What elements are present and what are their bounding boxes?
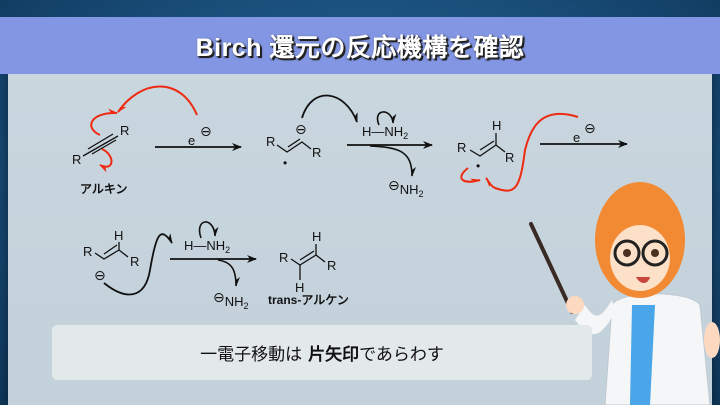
teacher-illustration	[529, 182, 720, 405]
svg-text:R: R	[279, 250, 288, 265]
svg-text:R: R	[327, 258, 336, 273]
pointer-stick	[529, 222, 574, 314]
title-bar: Birch 還元の反応機構を確認	[0, 17, 720, 74]
fishhook-arrow	[99, 148, 113, 173]
radical-anion: R R • ⊖	[266, 94, 358, 170]
svg-text:•: •	[283, 156, 287, 170]
caption-prefix: 一電子移動は	[200, 345, 303, 364]
fishhook-arrow	[485, 112, 579, 192]
substituent-r: R	[120, 123, 129, 138]
svg-text:R: R	[130, 254, 139, 269]
curved-arrow	[217, 259, 240, 287]
svg-text:⊖: ⊖	[584, 120, 596, 136]
minus-charge: ⊖	[200, 123, 212, 139]
fishhook-arrow	[460, 167, 481, 183]
page-title: Birch 還元の反応機構を確認	[195, 33, 525, 62]
caption-emphasis: 片矢印	[308, 345, 360, 364]
svg-text:R: R	[457, 140, 466, 155]
svg-text:H: H	[492, 118, 501, 133]
ammonia-label: H—NH2	[184, 238, 230, 255]
svg-text:R: R	[266, 134, 275, 149]
curved-arrow	[376, 111, 397, 126]
caption-suffix: であらわす	[359, 345, 444, 364]
svg-text:H: H	[114, 228, 123, 243]
svg-text:H: H	[312, 229, 321, 244]
fishhook-arrow	[117, 85, 198, 116]
svg-text:H: H	[295, 280, 304, 295]
curved-arrow	[369, 145, 416, 177]
svg-text:e: e	[573, 130, 580, 145]
electron-label: e	[188, 133, 195, 148]
curved-arrow	[198, 221, 219, 239]
curved-arrow	[103, 233, 173, 296]
svg-text:⊖: ⊖	[295, 121, 307, 137]
substituent-r: R	[72, 152, 81, 167]
alkyne-label: アルキン	[80, 182, 128, 196]
caption-box: 一電子移動は 片矢印 であらわす	[52, 325, 592, 380]
fishhook-arrow	[90, 108, 118, 136]
amide-label: ⊖NH2	[388, 177, 424, 199]
svg-text:•: •	[476, 159, 480, 173]
svg-text:R: R	[505, 150, 514, 165]
curved-arrow	[301, 94, 358, 123]
vinyl-anion: R R H ⊖	[83, 228, 173, 296]
product-label: trans-アルケン	[268, 293, 349, 307]
svg-text:R: R	[83, 244, 92, 259]
svg-text:R: R	[312, 145, 321, 160]
svg-text:⊖: ⊖	[94, 267, 106, 283]
alkyne-molecule: R R アルキン	[72, 85, 198, 196]
ammonia-label: H—NH2	[362, 124, 408, 141]
amide-label: ⊖NH2	[213, 289, 249, 311]
vinyl-radical: R R H •	[457, 112, 579, 192]
trans-alkene: R R H H trans-アルケン	[268, 229, 349, 307]
